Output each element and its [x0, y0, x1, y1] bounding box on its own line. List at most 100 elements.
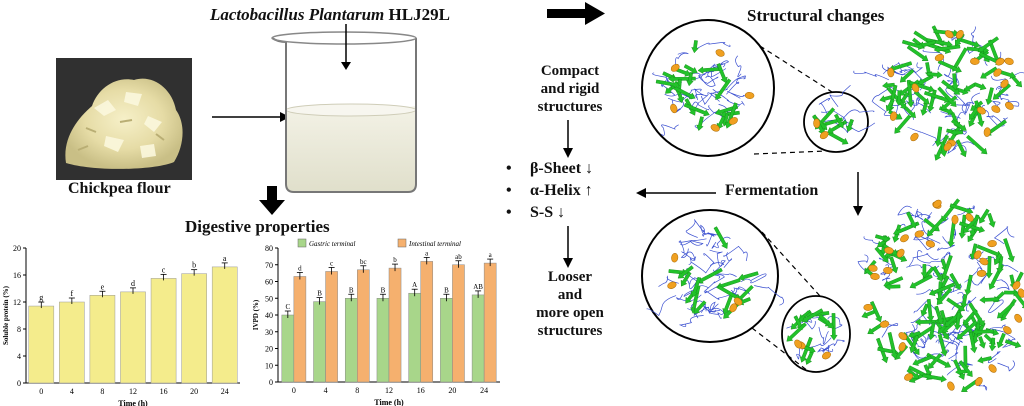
protein-structure-before	[641, 19, 1024, 161]
coil-strand	[905, 97, 921, 106]
alpha-helix	[879, 320, 890, 328]
bar	[325, 271, 338, 383]
beta-sheet-arrow	[966, 134, 988, 155]
alpha-helix	[1012, 281, 1021, 290]
beta-sheet-arrow	[713, 226, 728, 249]
coil-strand	[658, 275, 679, 287]
x-tick-label: 20	[448, 386, 456, 395]
beta-sheet-arrow	[934, 126, 943, 147]
alpha-helix	[991, 105, 1001, 113]
bar	[357, 269, 370, 383]
ribbon-cluster	[812, 85, 876, 145]
beta-sheet-arrow	[888, 61, 913, 73]
coil-strand	[700, 224, 716, 237]
coil-strand	[829, 85, 851, 108]
significance-letter: B	[381, 286, 386, 294]
y-tick-label: 40	[265, 311, 273, 320]
beta-sheet-arrow	[1013, 291, 1024, 310]
beta-sheet-arrow	[958, 360, 973, 377]
beta-sheet-arrow	[920, 303, 929, 317]
beta-sheet-arrow	[946, 297, 965, 312]
beta-sheet-arrow	[980, 66, 998, 79]
beta-sheet-arrow	[964, 274, 973, 296]
beta-sheet-arrow	[885, 98, 895, 112]
bar	[420, 261, 434, 383]
coil-strand	[853, 70, 890, 81]
beta-sheet-arrow	[790, 310, 811, 330]
significance-letter: c	[330, 259, 333, 267]
coil-strand	[688, 101, 710, 112]
x-tick-label: 24	[480, 386, 488, 395]
y-tick-label: 8	[17, 325, 21, 334]
coil-strand	[901, 62, 923, 73]
coil-strand	[709, 260, 726, 272]
bar	[281, 314, 295, 383]
bar	[59, 301, 85, 384]
beta-sheet-arrow	[949, 272, 961, 291]
alpha-helix	[988, 364, 997, 373]
beta-sheet-arrow	[1011, 76, 1023, 88]
alpha-helix	[995, 57, 1005, 66]
alpha-helix	[979, 257, 989, 266]
significance-letter: f	[71, 289, 74, 298]
alpha-helix	[728, 117, 738, 125]
beta-sheet-arrow	[969, 107, 979, 121]
coil-strand	[957, 204, 975, 216]
significance-letter: b	[393, 256, 397, 264]
alpha-helix	[904, 373, 914, 381]
x-tick-label: 24	[221, 387, 229, 396]
chickpea-flour-label: Chickpea flour	[68, 180, 171, 197]
bar	[293, 276, 307, 383]
alpha-helix	[667, 281, 677, 289]
beta-sheet-arrow	[830, 313, 838, 341]
significance-letter: e	[101, 282, 105, 291]
y-axis-label: IVPD (%)	[252, 299, 260, 330]
alpha-helix	[671, 252, 679, 263]
significance-letter: a	[425, 249, 429, 257]
beta-sheet-arrow	[950, 128, 963, 137]
y-tick-label: 80	[265, 244, 273, 253]
significance-letter: d	[131, 279, 135, 288]
beta-sheet-arrow	[955, 139, 967, 158]
y-tick-label: 20	[13, 244, 21, 253]
coil-strand	[703, 273, 725, 292]
bullet-dot-icon: •	[506, 182, 512, 199]
alpha-helix	[870, 273, 880, 280]
legend-swatch	[397, 238, 407, 248]
y-tick-label: 0	[17, 379, 21, 388]
coil-strand	[680, 240, 704, 246]
coil-strand	[711, 77, 746, 94]
alpha-helix	[670, 103, 678, 114]
alpha-helix	[898, 332, 908, 341]
down-arrow-icon	[853, 172, 863, 216]
bar	[376, 298, 390, 383]
alpha-helix	[970, 57, 980, 65]
legend-swatch	[297, 238, 307, 248]
connector-dashed	[751, 327, 809, 372]
beta-sheet-arrow	[947, 220, 956, 248]
beta-sheet-arrow	[968, 331, 978, 354]
beta-sheet-arrow	[941, 79, 961, 95]
coil-strand	[711, 236, 731, 249]
bar	[181, 273, 207, 384]
beta-sheet-arrow	[961, 379, 978, 392]
beta-sheet-arrow	[879, 94, 894, 103]
beta-sheet-arrow	[953, 311, 962, 331]
beta-sheet-arrow	[968, 302, 985, 327]
alpha-helix	[813, 118, 821, 129]
strain-title: Lactobacillus Plantarum HLJ29L	[210, 5, 450, 25]
beta-sheet-arrow	[963, 214, 981, 234]
beta-sheet-arrow	[874, 246, 889, 263]
alpha-helix	[896, 248, 905, 258]
beta-sheet-arrow	[951, 119, 967, 131]
coil-strand	[956, 103, 970, 123]
alpha-helix	[868, 264, 878, 272]
beta-sheet-arrow	[920, 264, 929, 279]
beta-sheet-arrow	[937, 86, 957, 108]
beta-sheet-arrow	[941, 95, 958, 111]
coil-strand	[709, 249, 723, 267]
alpha-helix	[710, 124, 720, 132]
coil-strand	[711, 307, 724, 319]
